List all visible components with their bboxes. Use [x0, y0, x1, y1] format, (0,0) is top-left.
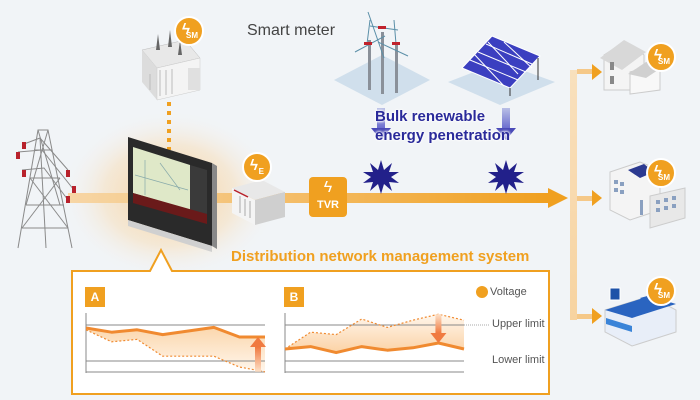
lightning-icon: ϟ — [654, 281, 662, 298]
chart-b-band — [285, 314, 464, 353]
chart-b-tag: B — [284, 287, 304, 307]
chart-a-voltage-line — [85, 325, 265, 339]
dnms-monitor-icon — [128, 137, 217, 252]
solar-farm-icon — [448, 35, 555, 105]
dnms-panel — [71, 247, 550, 395]
insulators — [16, 142, 76, 203]
chart-b-voltage-line — [284, 341, 465, 355]
energy-badge: ϟ E — [242, 152, 272, 182]
main-line-arrowhead — [548, 188, 568, 208]
badge-text: TVR — [317, 199, 339, 211]
smart-meter-device-icon — [141, 30, 201, 101]
arrow-down-icon — [430, 314, 447, 343]
lightning-icon: ϟ — [323, 179, 333, 196]
badge-text: SM — [658, 173, 670, 182]
branch-arrow-store — [592, 308, 602, 324]
chart-a — [85, 313, 266, 373]
house-badge: ϟ SM — [646, 42, 676, 72]
solar-drop-arrow — [502, 108, 510, 128]
branch-arrow-house — [592, 64, 602, 80]
wind-drop-arrow — [377, 108, 385, 128]
chart-a-band — [86, 327, 265, 372]
transmission-tower-icon — [17, 129, 75, 249]
badge-text: SM — [658, 291, 670, 300]
office-badge: ϟ SM — [646, 158, 676, 188]
legend-voltage: Voltage — [490, 286, 527, 298]
branch-bus — [570, 70, 577, 320]
dnms-title: Distribution network management system — [231, 248, 530, 265]
lightning-icon: ϟ — [182, 21, 190, 38]
tvr-badge: ϟ TVR — [309, 177, 347, 217]
arrow-up-icon — [250, 337, 266, 372]
badge-text: SM — [186, 31, 198, 40]
badge-text: E — [258, 167, 264, 176]
starburst-impact-1 — [363, 160, 399, 194]
house-icon — [600, 40, 664, 95]
renewable-penetration-label: Bulk renewable energy penetration — [375, 107, 510, 145]
smart-meter-label: Smart meter — [247, 22, 336, 39]
lightning-icon: ϟ — [250, 157, 258, 174]
chart-b — [284, 313, 490, 373]
branch-arrow-office — [592, 190, 602, 206]
chart-a-tag: A — [85, 287, 105, 307]
lightning-icon: ϟ — [654, 47, 662, 64]
renewable-label-line1: Bulk renewable — [375, 108, 486, 125]
starburst-impact-2 — [488, 160, 524, 194]
wind-farm-icon — [334, 11, 430, 105]
smart-meter-badge: ϟ SM — [174, 16, 204, 46]
store-badge: ϟ SM — [646, 276, 676, 306]
renewable-label-line2: energy penetration — [375, 127, 511, 144]
legend-lower-limit: Lower limit — [492, 354, 545, 366]
lightning-icon: ϟ — [654, 163, 662, 180]
legend-upper-limit: Upper limit — [492, 318, 545, 330]
chart-b-uncontrolled-line — [284, 313, 465, 350]
legend-voltage-dot — [476, 286, 488, 298]
badge-text: SM — [658, 57, 670, 66]
main-power-line — [68, 193, 548, 203]
energy-device-icon — [232, 180, 285, 225]
chart-a-uncontrolled-line — [85, 329, 266, 373]
